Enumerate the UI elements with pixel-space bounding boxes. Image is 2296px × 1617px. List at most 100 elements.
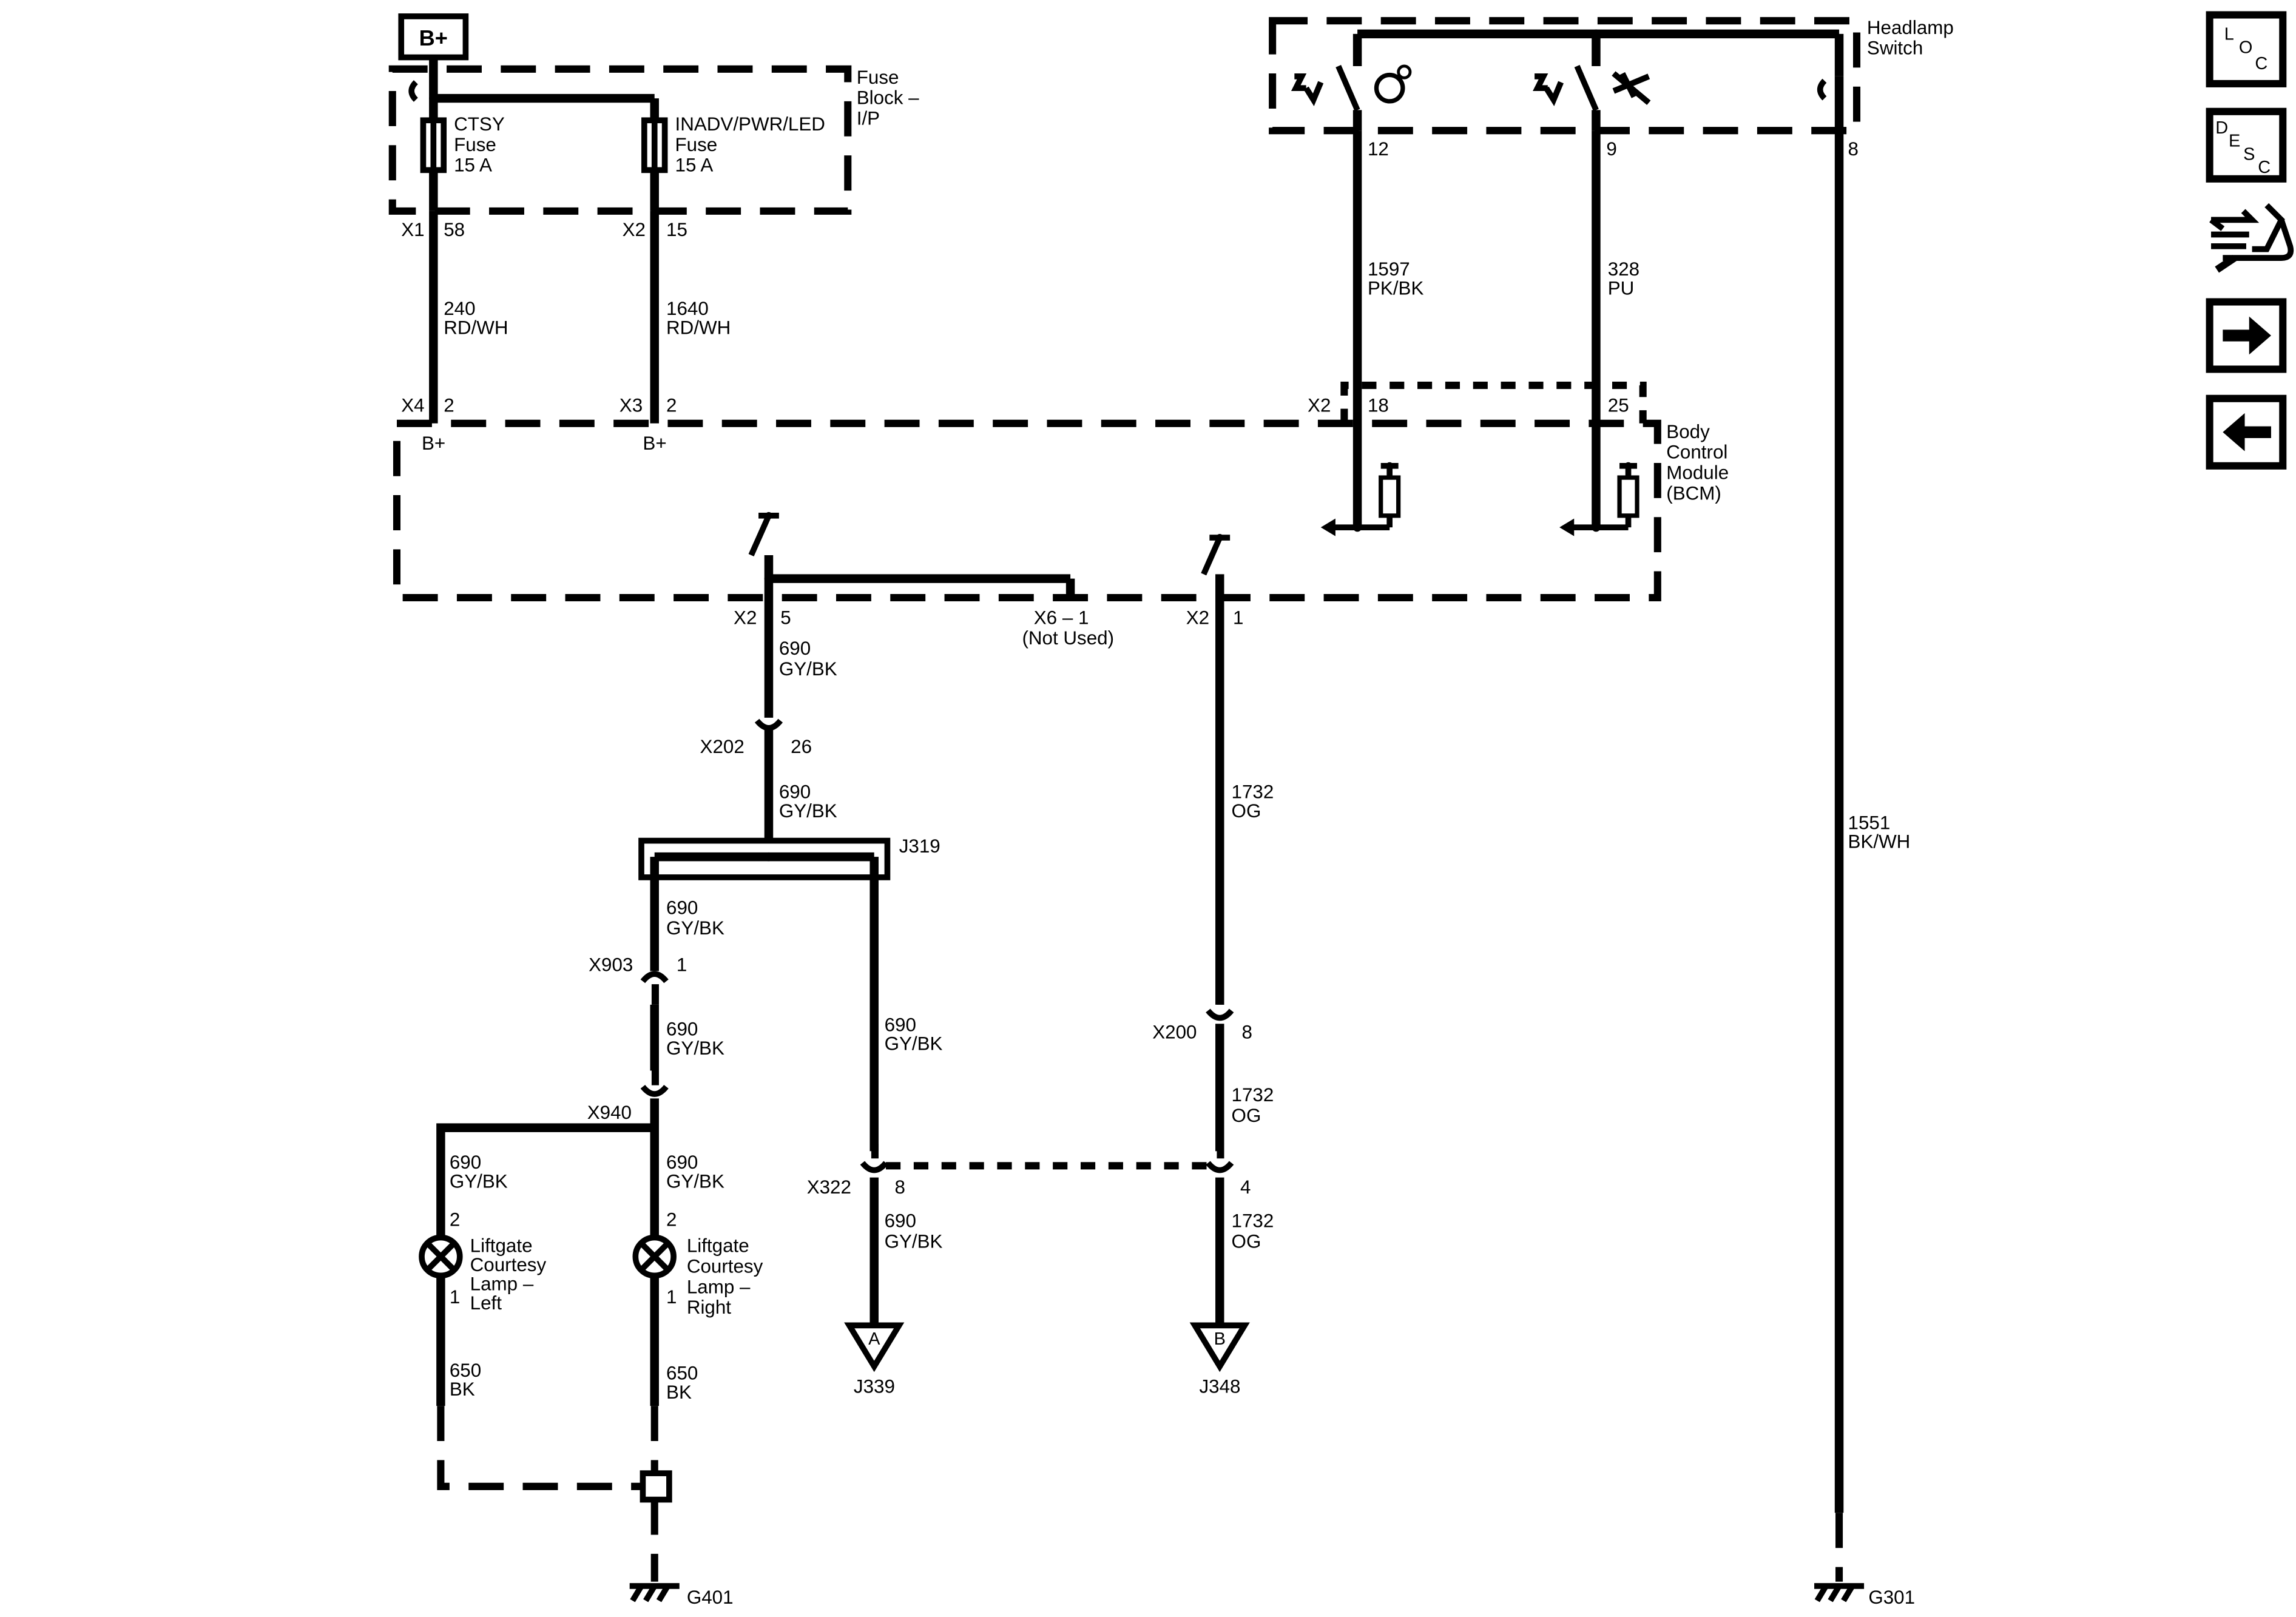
desc-letter-e: E bbox=[2229, 132, 2240, 151]
j319-name: J319 bbox=[899, 836, 940, 857]
inadv-fuse-type: Fuse bbox=[675, 134, 718, 155]
fuse-block-title-2: Block – bbox=[857, 87, 919, 109]
wire-690-circuit-1: 690 bbox=[779, 638, 811, 659]
bcm-output-driver-2 bbox=[1201, 534, 1231, 598]
lamp-right-label-2: Courtesy bbox=[687, 1256, 763, 1277]
wire-1551-circuit: 1551 bbox=[1848, 812, 1891, 833]
bcm-title-2: Control bbox=[1666, 442, 1727, 463]
bcm-x3-conn: X3 bbox=[620, 395, 643, 416]
wire-650-color-left: BK bbox=[450, 1379, 475, 1400]
wire-690-circuit-8: 690 bbox=[885, 1210, 916, 1232]
bcm-bplus-1: B+ bbox=[422, 433, 445, 454]
arrow-left-icon bbox=[2223, 413, 2271, 451]
bcm-title-1: Body bbox=[1666, 421, 1710, 442]
fuse-block-title-3: I/P bbox=[857, 108, 880, 129]
bcm-x2-conn: X2 bbox=[1308, 395, 1331, 416]
x903-pin: 1 bbox=[677, 954, 687, 975]
lamp-right-pin-2: 2 bbox=[666, 1209, 677, 1230]
bcm-pin-18: 18 bbox=[1368, 395, 1389, 416]
x940-name: X940 bbox=[587, 1102, 632, 1123]
wire-690-color-8: GY/BK bbox=[885, 1230, 943, 1252]
lamp-right-label-1: Liftgate bbox=[687, 1235, 749, 1257]
inadv-fuse-rating: 15 A bbox=[675, 155, 714, 176]
desc-letter-d: D bbox=[2215, 118, 2228, 138]
wire-328-color: PU bbox=[1608, 277, 1635, 299]
headlamp-switch-title-1: Headlamp bbox=[1867, 17, 1954, 38]
offpage-b-ref: J348 bbox=[1199, 1376, 1240, 1397]
loc-button[interactable]: L O C bbox=[2206, 11, 2287, 87]
bcm-pin-25: 25 bbox=[1608, 395, 1629, 416]
bcm-title-3: Module bbox=[1666, 462, 1729, 484]
fuse-x1-conn: X1 bbox=[401, 219, 424, 240]
x202-connector: X202 26 bbox=[700, 718, 812, 841]
x903-name: X903 bbox=[589, 954, 633, 975]
fuse-block: Fuse Block – I/P CTSY Fuse 15 A INADV/PW… bbox=[388, 65, 919, 240]
fuse-x2-pin: 15 bbox=[666, 219, 687, 240]
bcm-x4-pin: 2 bbox=[444, 395, 454, 416]
body-control-module: Body Control Module (BCM) X4 2 X3 2 B+ B… bbox=[393, 382, 1729, 649]
wire-690-circuit-7: 690 bbox=[885, 1014, 916, 1035]
bcm-title-4: (BCM) bbox=[1666, 482, 1721, 504]
fuse-block-title-1: Fuse bbox=[857, 67, 899, 88]
wire-1551-color: BK/WH bbox=[1848, 831, 1911, 852]
bcm-input-18-resistor bbox=[1320, 462, 1401, 536]
wire-1640-color: RD/WH bbox=[666, 317, 731, 339]
dome-lamp-icon bbox=[1374, 64, 1412, 104]
wire-650-color-right: BK bbox=[666, 1382, 692, 1403]
b-plus-label: B+ bbox=[419, 25, 448, 50]
fuse-x2-conn: X2 bbox=[623, 219, 646, 240]
ctsy-fuse-name: CTSY bbox=[454, 113, 505, 135]
wire-690-circuit-2: 690 bbox=[779, 781, 811, 803]
x202-name: X202 bbox=[700, 736, 745, 757]
g301-ground-icon bbox=[1814, 1583, 1865, 1602]
wire-690-circuit-4: 690 bbox=[666, 1019, 698, 1040]
wire-240-circuit: 240 bbox=[444, 298, 475, 319]
desc-letter-c: C bbox=[2258, 158, 2271, 177]
connector-end-view-button[interactable] bbox=[2209, 203, 2294, 273]
wire-690-color-6: GY/BK bbox=[666, 1171, 724, 1192]
next-button[interactable] bbox=[2206, 298, 2287, 373]
desc-button[interactable]: D E S C bbox=[2206, 107, 2287, 183]
bcm-x6-conn: X6 – 1 bbox=[1034, 607, 1089, 628]
headlamp-switch: Headlamp Switch 12 9 8 bbox=[1269, 17, 1954, 160]
ctsy-fuse-type: Fuse bbox=[454, 134, 496, 155]
loc-letter-c: C bbox=[2255, 54, 2267, 73]
liftgate-lamp-right: 2 1 Liftgate Courtesy Lamp – Right bbox=[632, 1209, 763, 1318]
lamp-right-label-3: Lamp – bbox=[687, 1276, 751, 1297]
x322-name: X322 bbox=[807, 1176, 851, 1198]
x322-pin-left: 8 bbox=[895, 1176, 905, 1198]
ctsy-fuse-rating: 15 A bbox=[454, 155, 492, 176]
wire-1640-circuit: 1640 bbox=[666, 298, 709, 319]
loc-letter-l: L bbox=[2224, 25, 2234, 44]
battery-plus-source: B+ bbox=[398, 13, 469, 99]
headlamp-switch-title-2: Switch bbox=[1867, 38, 1923, 59]
hs-pin-8: 8 bbox=[1848, 138, 1859, 160]
connector-end-view-icon bbox=[2209, 203, 2294, 273]
bcm-out2-x2-conn: X2 bbox=[1186, 607, 1209, 628]
liftgate-lamp-left: 2 1 Liftgate Courtesy Lamp – Left bbox=[419, 1209, 546, 1314]
wire-1732-color-1: OG bbox=[1232, 800, 1261, 822]
wire-650-circuit-left: 650 bbox=[450, 1360, 481, 1381]
x322-pin-right: 4 bbox=[1240, 1176, 1251, 1198]
x200-name: X200 bbox=[1152, 1021, 1197, 1042]
bcm-input-25-resistor bbox=[1559, 462, 1639, 536]
lamp-left-label-4: Left bbox=[470, 1292, 502, 1314]
wire-690-circuit-6: 690 bbox=[666, 1152, 698, 1173]
bcm-output-driver-1 bbox=[748, 511, 1075, 598]
lamp-right-label-4: Right bbox=[687, 1297, 731, 1318]
wire-1597-circuit: 1597 bbox=[1368, 258, 1410, 280]
previous-button[interactable] bbox=[2206, 394, 2287, 470]
wire-690-color-4: GY/BK bbox=[666, 1038, 724, 1059]
wire-690-circuit-3: 690 bbox=[666, 897, 698, 918]
wire-240-color: RD/WH bbox=[444, 317, 508, 339]
lamp-left-label-3: Lamp – bbox=[470, 1273, 534, 1294]
g401-label: G401 bbox=[687, 1587, 734, 1608]
wire-1732-color-3: OG bbox=[1232, 1230, 1261, 1252]
x202-pin: 26 bbox=[791, 736, 812, 757]
dimmer-switch-contact bbox=[1574, 65, 1599, 112]
bcm-x3-pin: 2 bbox=[666, 395, 677, 416]
offpage-a-icon: A bbox=[844, 1322, 905, 1372]
x200-pin: 8 bbox=[1241, 1021, 1252, 1042]
lamp-left-pin-1: 1 bbox=[450, 1286, 460, 1308]
